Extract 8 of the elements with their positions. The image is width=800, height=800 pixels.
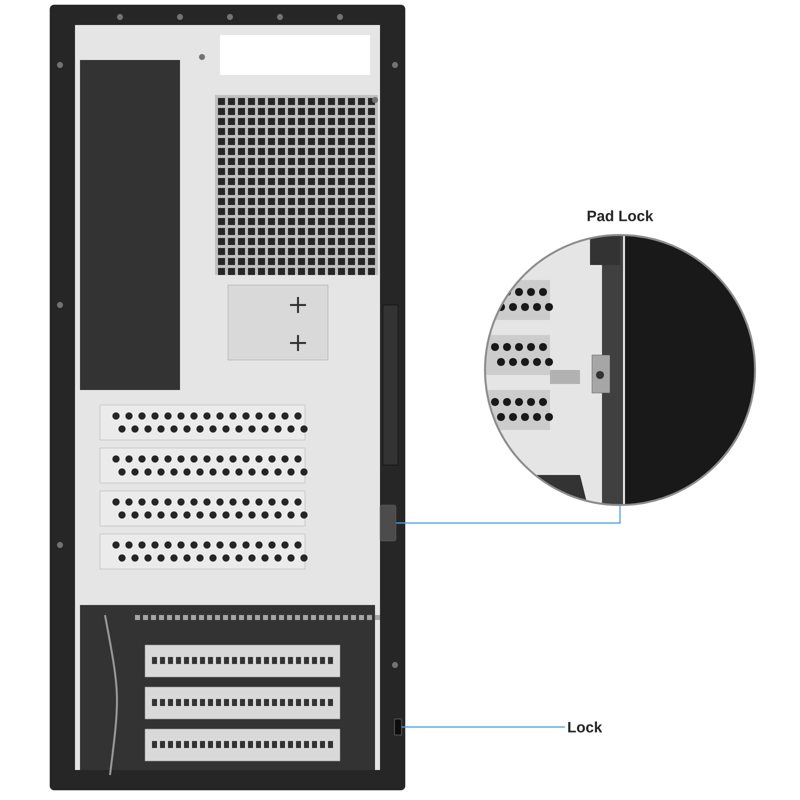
node-label: Pad Lock <box>588 210 654 222</box>
zoom-inset: Pad Lock <box>484 210 756 506</box>
callout-label: Lock <box>568 722 602 732</box>
leader-line <box>402 726 565 728</box>
lock-slot <box>394 718 402 736</box>
leader-line <box>396 505 621 524</box>
computer-tower-drawing <box>50 4 406 790</box>
padlock-loop <box>380 504 396 542</box>
